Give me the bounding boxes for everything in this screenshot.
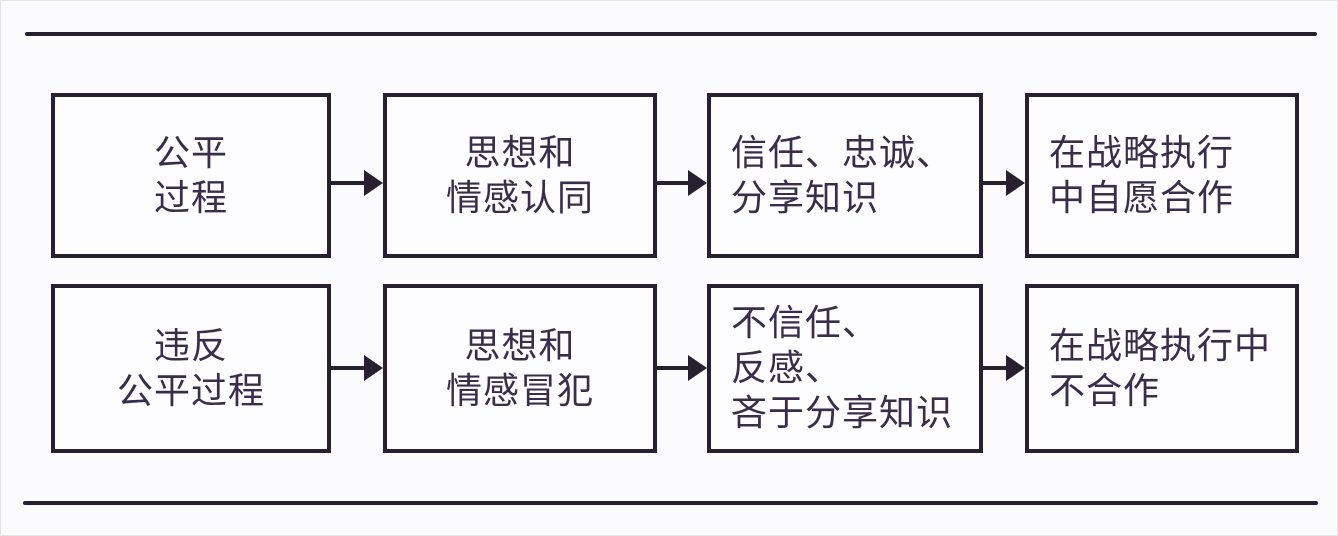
arrow-shaft [657,181,692,185]
box-text-line: 情感认同 [445,177,594,218]
box-distrust-resentment-hoard-knowledge: 不信任、 反感、 吝于分享知识 [707,284,983,453]
box-text-line: 在战略执行中 [1049,325,1272,366]
box-text-line: 公平过程 [116,370,265,411]
box-text-line: 违反 [153,325,228,366]
arrow-right-icon [657,355,707,381]
arrow-head-icon [1006,170,1025,196]
box-intellectual-emotional-recognition: 思想和 情感认同 [383,93,657,258]
box-non-cooperation: 在战略执行中 不合作 [1025,284,1299,453]
arrow-shaft [331,181,368,185]
arrow-shaft [983,366,1010,370]
arrow-shaft [331,366,368,370]
arrow-head-icon [688,170,707,196]
box-text-line: 吝于分享知识 [731,393,954,433]
box-text-line: 在战略执行 [1049,132,1235,173]
arrow-right-icon [983,170,1025,196]
box-fair-process: 公平 过程 [51,93,331,258]
box-voluntary-cooperation: 在战略执行 中自愿合作 [1025,93,1299,258]
box-text-line: 不信任、 [731,303,880,343]
box-violation-of-fair-process: 违反 公平过程 [51,284,331,453]
box-text-line: 公平 [153,132,228,173]
box-text-line: 情感冒犯 [445,370,594,411]
arrow-right-icon [657,170,707,196]
box-text-line: 不合作 [1049,370,1161,411]
arrow-head-icon [1006,355,1025,381]
box-text-line: 反感、 [731,348,843,388]
box-text-line: 思想和 [464,132,576,173]
top-rule [25,32,1317,36]
box-text-line: 信任、忠诚、 [731,132,954,173]
arrow-right-icon [983,355,1025,381]
arrow-head-icon [688,355,707,381]
box-text-line: 中自愿合作 [1049,177,1235,218]
arrow-head-icon [364,170,383,196]
arrow-right-icon [331,170,383,196]
arrow-shaft [657,366,692,370]
box-text-line: 思想和 [464,325,576,366]
box-text-line: 分享知识 [731,177,880,218]
arrow-shaft [983,181,1010,185]
box-intellectual-emotional-offense: 思想和 情感冒犯 [383,284,657,453]
bottom-rule [23,501,1318,505]
box-trust-loyalty-share-knowledge: 信任、忠诚、 分享知识 [707,93,983,258]
arrow-right-icon [331,355,383,381]
box-text-line: 过程 [153,177,228,218]
arrow-head-icon [364,355,383,381]
